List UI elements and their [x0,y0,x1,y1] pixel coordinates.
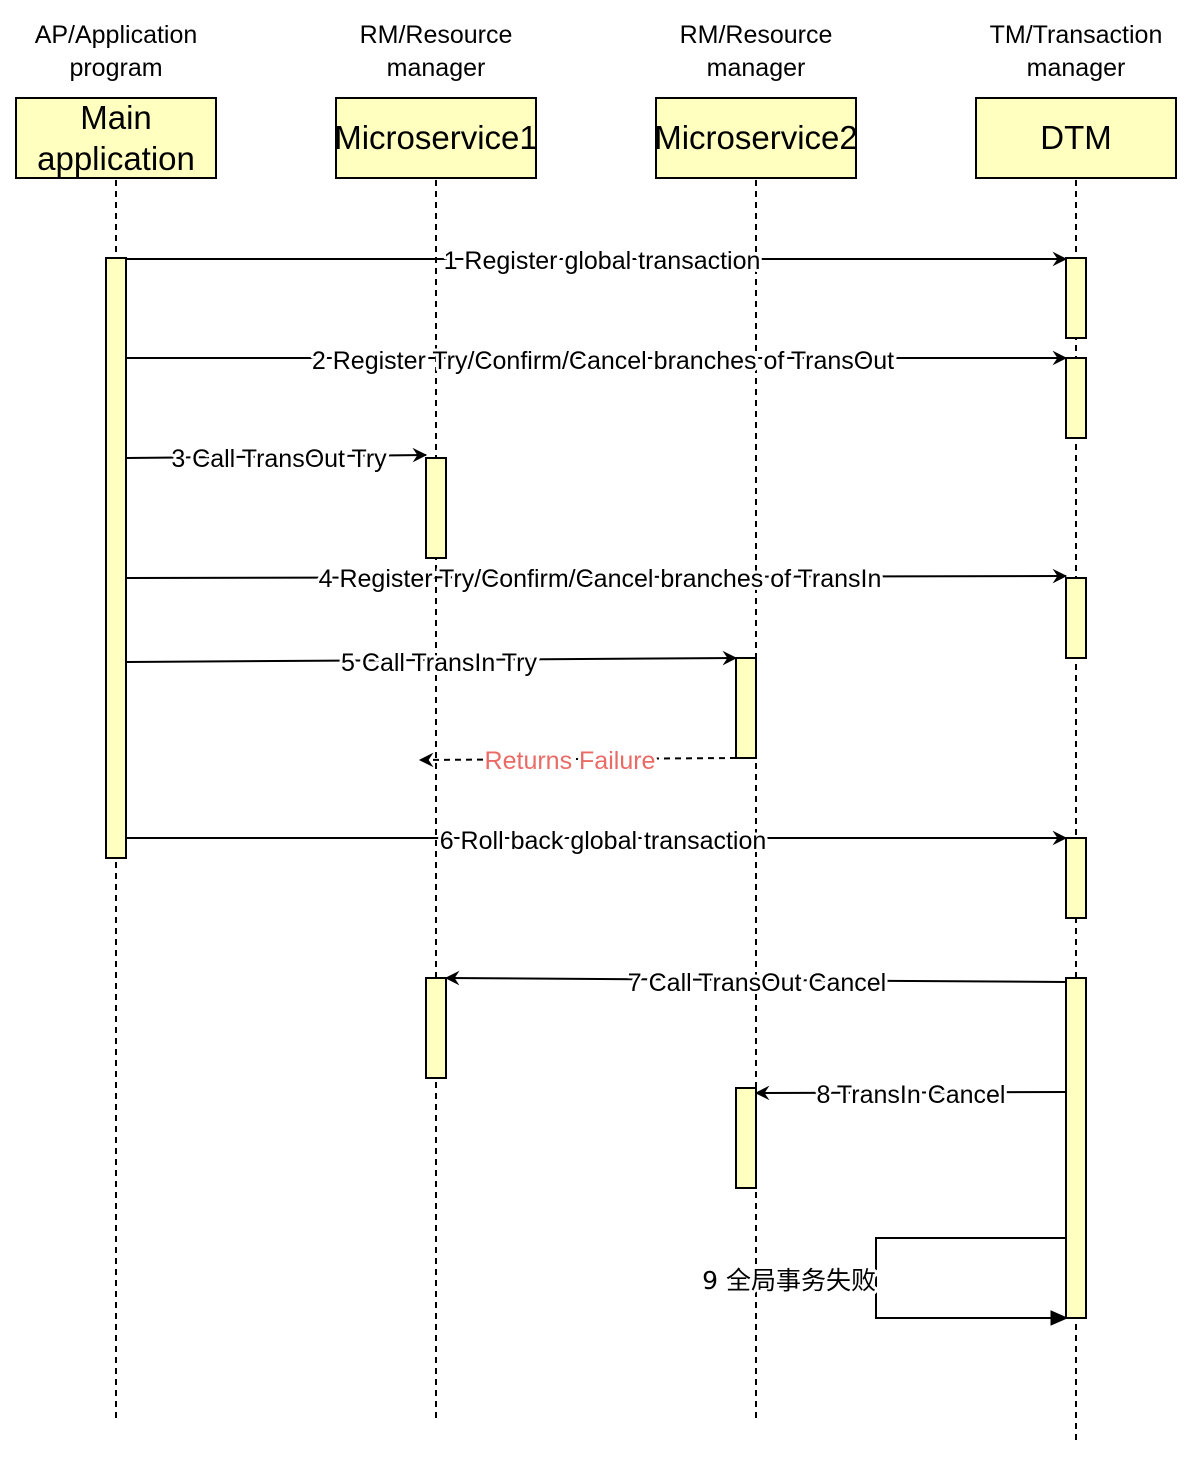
message-label: 5 Call TransIn Try [341,649,537,677]
message-label-bg: 3 Call TransOut Try [171,445,387,473]
role-label-line2: manager [707,54,806,82]
role-label-line2: manager [1027,54,1126,82]
message-label-bg: 6 Roll back global transaction [440,827,767,855]
participant-role-label-rm1: RM/Resource manager [360,21,513,82]
participant-box [15,97,217,179]
participant-box-dtm: DTM [975,97,1177,179]
activation-bar-dtm-5 [1065,977,1087,1319]
participant-box-main-application: Main application [15,97,217,179]
message-label-failure: Returns Failure [485,747,656,775]
activation-bar-dtm-2 [1065,357,1087,439]
activation-bar-microservice1-try [425,457,447,559]
activation-bar-dtm-4 [1065,837,1087,919]
message-label-bg: 7 Call TransOut Cancel [628,969,886,997]
message-label: 1 Register global transaction [444,247,761,275]
message-7: 7 Call TransOut Cancel 7 Call TransOut C… [444,966,1067,1000]
participant-box-label: Microservice2 [654,119,858,156]
message-arrow [125,447,428,463]
participant-box-label: Microservice1 [334,119,538,156]
message-3: 3 Call TransOut Try 3 Call TransOut Try [125,442,428,476]
message-label-bg: 9 全局事务失败 [702,1266,876,1295]
message-arrow-dashed [418,752,737,768]
activation-bar-microservice2-try [735,657,757,759]
activation-bar-microservice1-cancel [425,977,447,1079]
participant-role-label-rm2: RM/Resource manager [680,21,833,82]
activation-bar-microservice2-cancel [735,1087,757,1189]
message-2: 2 Register Try/Confirm/Cancel branches o… [126,344,1068,378]
message-1: 1 Register global transaction 1 Register… [126,244,1068,278]
role-label-line2: program [69,54,162,82]
activation-bar-dtm-3 [1065,577,1087,659]
message-label: 4 Register Try/Confirm/Cancel branches o… [319,565,882,593]
message-arrow [444,970,1067,986]
participant-box-label-line1: Main [80,99,152,136]
message-9-self: 9 全局事务失败 9 全局事务失败 [699,1237,1066,1318]
participant-box-microservice1: Microservice1 [334,97,538,179]
message-label-bg: Returns Failure [485,747,656,775]
message-label-bg: 2 Register Try/Confirm/Cancel branches o… [312,347,894,375]
participant-box [335,97,537,179]
self-message-arrow [875,1237,1066,1318]
participant-role-label-ap: AP/Application program [35,21,198,82]
role-label-line1: RM/Resource [360,21,513,49]
message-arrow [754,1085,1067,1101]
message-5: 5 Call TransIn Try 5 Call TransIn Try [125,646,738,680]
message-label: 8 TransIn Cancel [817,1081,1006,1109]
participant-box-microservice2: Microservice2 [654,97,858,179]
message-label: 7 Call TransOut Cancel [628,969,886,997]
participant-box [975,97,1177,179]
role-label-line1: TM/Transaction [990,21,1163,49]
message-arrow [125,650,738,666]
message-6: 6 Roll back global transaction 6 Roll ba… [126,824,1068,858]
activation-bar-dtm-1 [1065,257,1087,339]
role-label-line1: RM/Resource [680,21,833,49]
participant-box [655,97,857,179]
role-label-line1: AP/Application [35,21,198,49]
message-returns-failure: Returns Failure Returns Failure [418,744,737,778]
message-label-bg: 8 TransIn Cancel [817,1081,1006,1109]
message-label: 6 Roll back global transaction [440,827,767,855]
message-8: 8 TransIn Cancel 8 TransIn Cancel [754,1078,1067,1112]
participant-box-label-line2: application [37,140,195,177]
message-label: 3 Call TransOut Try [171,445,387,473]
message-arrow [125,568,1068,584]
message-label-bg: 5 Call TransIn Try [341,649,537,677]
message-label: 2 Register Try/Confirm/Cancel branches o… [312,347,894,375]
role-label-line2: manager [387,54,486,82]
message-4: 4 Register Try/Confirm/Cancel branches o… [125,562,1068,596]
message-label: 9 全局事务失败 [702,1266,876,1295]
message-label-bg: 1 Register global transaction [444,247,761,275]
message-label-bg: 4 Register Try/Confirm/Cancel branches o… [319,565,882,593]
participant-role-label-tm: TM/Transaction manager [990,21,1163,82]
activation-bar-main-application [105,257,127,859]
participant-box-label: DTM [1040,119,1111,156]
